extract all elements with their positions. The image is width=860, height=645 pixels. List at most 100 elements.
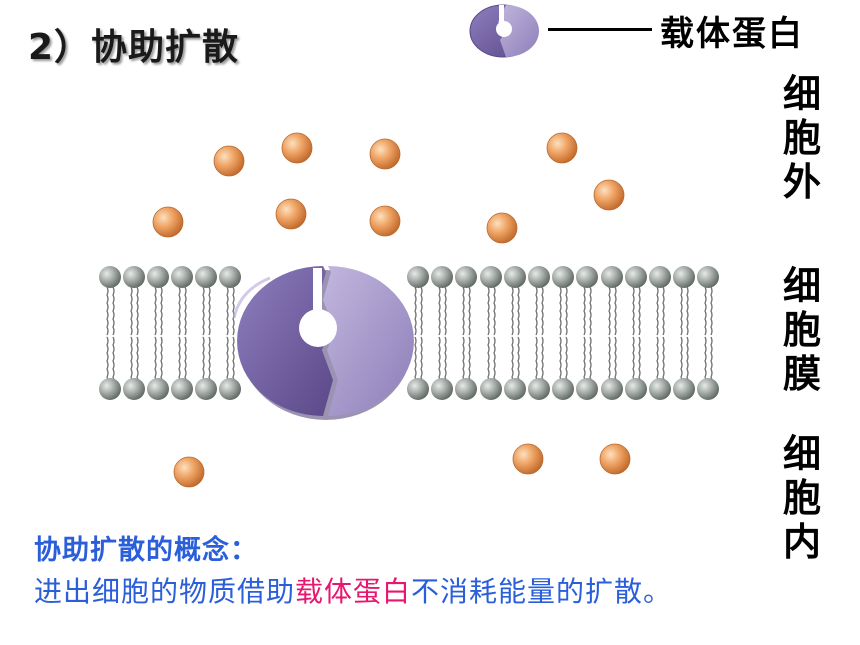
lipid-head	[455, 266, 477, 288]
lipid-tail	[710, 336, 713, 386]
lipid-head	[673, 378, 695, 400]
lipid-tail	[130, 286, 133, 336]
lipid-head	[480, 266, 502, 288]
lipid-tail	[704, 336, 707, 386]
lipid-tail	[420, 336, 423, 386]
lipid-head	[195, 266, 217, 288]
lipid-tail	[232, 336, 235, 386]
lipid-tail	[559, 336, 562, 386]
lipid-tail	[462, 336, 465, 386]
lipid-tail	[468, 336, 471, 386]
lipid-tail	[468, 286, 471, 336]
concept-definition: 进出细胞的物质借助载体蛋白不消耗能量的扩散。	[34, 570, 672, 610]
lipid-head	[528, 266, 550, 288]
solute-particle	[369, 138, 401, 170]
lipid-head	[123, 378, 145, 400]
lipid-tail	[535, 286, 538, 336]
lipid-tail	[414, 336, 417, 386]
lipid-head	[504, 266, 526, 288]
lipid-tail	[226, 286, 229, 336]
solute-particle	[213, 145, 245, 177]
lipid-head	[697, 266, 719, 288]
carrier-protein-icon	[469, 4, 539, 58]
lipid-tail	[680, 286, 683, 336]
lipid-tail	[160, 286, 163, 336]
concept-part2: 不消耗能量的扩散。	[411, 575, 673, 608]
lipid-tail	[487, 336, 490, 386]
solute-particle	[593, 179, 625, 211]
solute-particle	[369, 205, 401, 237]
legend-label: 载体蛋白	[660, 14, 804, 54]
solute-particles	[152, 132, 631, 488]
lipid-tail	[583, 336, 586, 386]
lipid-tail	[662, 336, 665, 386]
lipid-head	[195, 378, 217, 400]
lipid-head	[99, 378, 121, 400]
lipid-tail	[154, 336, 157, 386]
concept-highlight: 载体蛋白	[295, 575, 412, 608]
lipid-tail	[184, 336, 187, 386]
lipid-tail	[565, 286, 568, 336]
lipid-head	[431, 378, 453, 400]
lipid-head	[625, 378, 647, 400]
lipid-tail	[662, 286, 665, 336]
lipid-tail	[154, 286, 157, 336]
lipid-head	[171, 266, 193, 288]
lipid-tail	[589, 336, 592, 386]
lipid-head	[576, 378, 598, 400]
lipid-tail	[202, 286, 205, 336]
lipid-head	[455, 378, 477, 400]
lipid-tail	[686, 286, 689, 336]
concept-heading: 协助扩散的概念：	[34, 535, 258, 566]
lipid-tail	[202, 336, 205, 386]
lipid-tail	[493, 286, 496, 336]
lipid-tail	[632, 286, 635, 336]
lipid-tail	[638, 336, 641, 386]
lipid-tail	[112, 286, 115, 336]
lipid-head	[504, 378, 526, 400]
lipid-tail	[608, 286, 611, 336]
solute-particle	[599, 443, 631, 475]
lipid-head	[147, 378, 169, 400]
lipid-tail	[487, 286, 490, 336]
lipid-tail	[541, 336, 544, 386]
lipid-tail	[438, 336, 441, 386]
lipid-tail	[535, 336, 538, 386]
lipid-tail	[226, 336, 229, 386]
lipid-tail	[462, 286, 465, 336]
lipid-head	[649, 266, 671, 288]
label-inside-cell: 细胞内	[782, 432, 821, 564]
lipid-head	[625, 266, 647, 288]
lipid-tail	[420, 286, 423, 336]
label-outside-cell: 细胞外	[782, 72, 821, 204]
lipid-tail	[710, 286, 713, 336]
lipid-tail	[112, 336, 115, 386]
lipid-head	[407, 266, 429, 288]
lipid-head	[697, 378, 719, 400]
solute-particle	[546, 132, 578, 164]
lipid-tail	[511, 336, 514, 386]
lipid-tail	[614, 336, 617, 386]
lipid-tail	[614, 286, 617, 336]
lipid-head	[431, 266, 453, 288]
lipid-head	[123, 266, 145, 288]
lipid-tail	[184, 286, 187, 336]
lipid-tail	[178, 286, 181, 336]
lipid-tail	[589, 286, 592, 336]
lipid-tail	[106, 336, 109, 386]
lipid-tail	[208, 286, 211, 336]
lipid-tail	[160, 336, 163, 386]
lipid-tail	[444, 286, 447, 336]
lipid-tail	[583, 286, 586, 336]
lipid-tail	[444, 336, 447, 386]
lipid-tail	[493, 336, 496, 386]
lipid-head	[552, 378, 574, 400]
lipid-head	[552, 266, 574, 288]
lipid-tail	[511, 286, 514, 336]
lipid-head	[480, 378, 502, 400]
lipid-tail	[438, 286, 441, 336]
lipid-tail	[178, 336, 181, 386]
concept-part1: 进出细胞的物质借助	[34, 575, 296, 608]
lipid-tail	[541, 286, 544, 336]
lipid-head	[219, 378, 241, 400]
